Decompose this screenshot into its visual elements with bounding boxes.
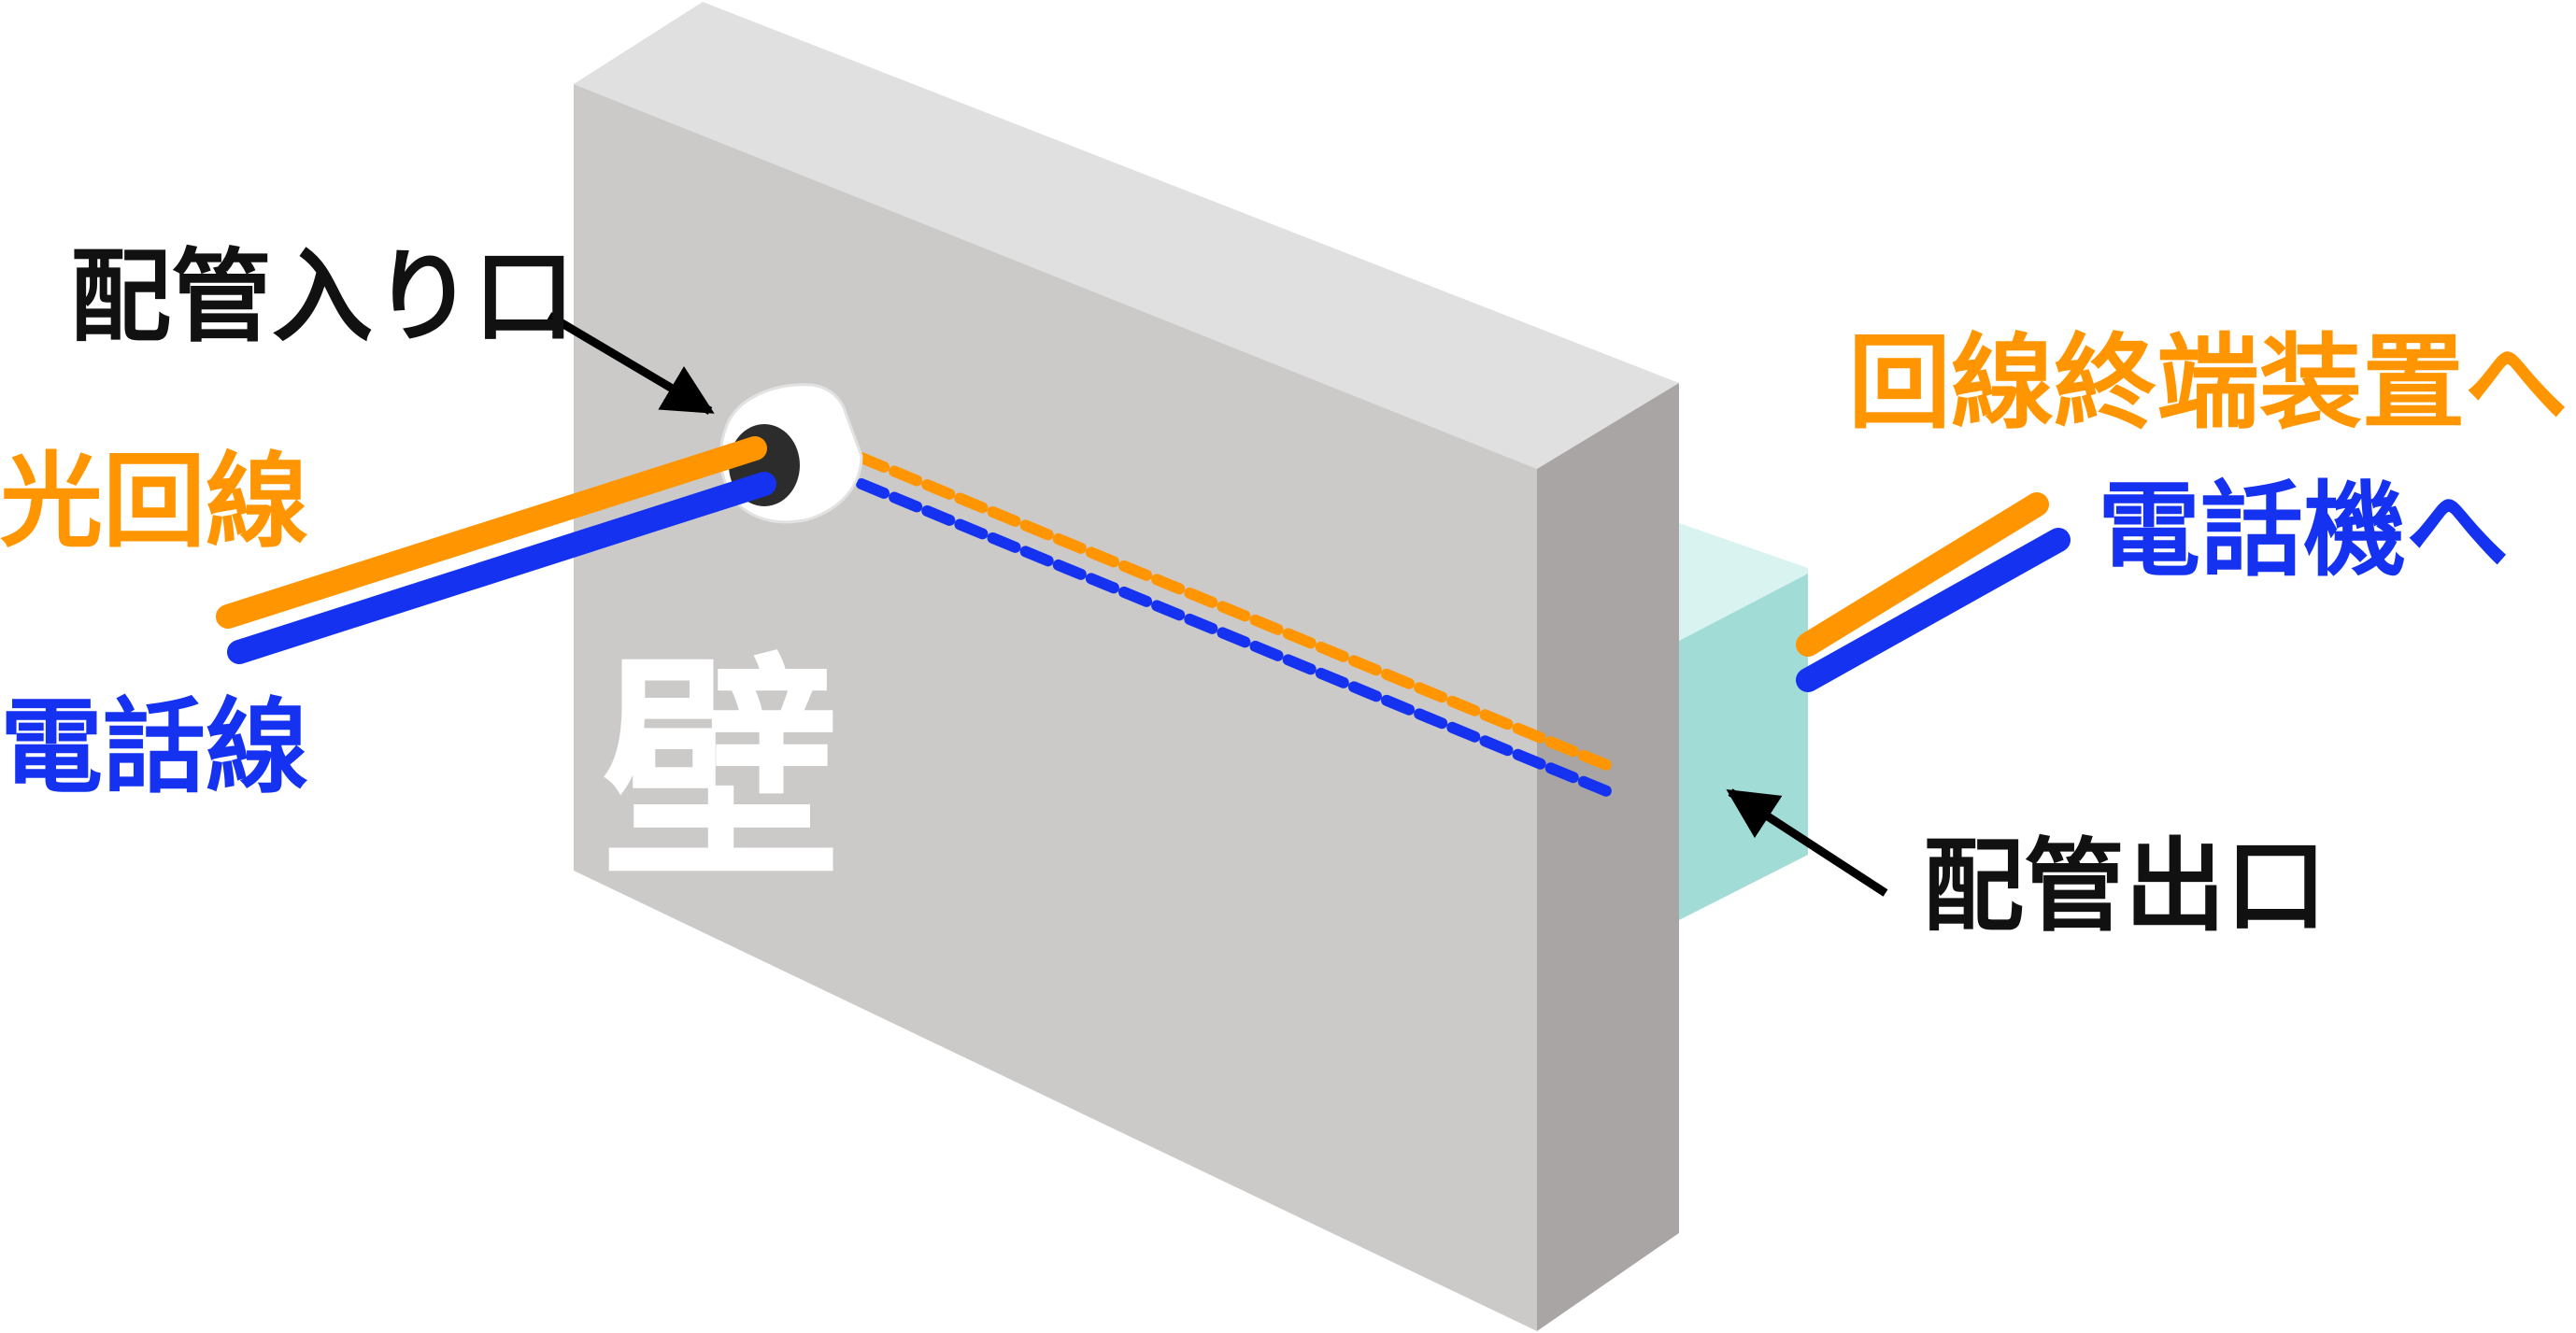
optical-line-inside-wall bbox=[856, 452, 1615, 772]
phone-line-label: 電話線 bbox=[0, 688, 308, 807]
pipe-entrance-label: 配管入り口 bbox=[70, 239, 575, 356]
phone-line-cable bbox=[227, 472, 776, 664]
to-terminal-device-label: 回線終端装置へ bbox=[1848, 323, 2568, 443]
pipe-exit-arrow-icon bbox=[1726, 788, 1888, 897]
pipe-exit-label: 配管出口 bbox=[1923, 829, 2327, 945]
wall-side-face bbox=[1537, 383, 1679, 1331]
optical-line-label: 光回線 bbox=[0, 442, 308, 561]
pipe-entrance-arrow-icon bbox=[547, 312, 715, 415]
optical-line-to-terminal-cable bbox=[1796, 492, 2049, 657]
wall-top-face bbox=[574, 2, 1679, 469]
phone-line-inside-wall bbox=[856, 478, 1615, 798]
outlet-box-top-face bbox=[1679, 523, 1808, 641]
optical-line-cable bbox=[216, 436, 767, 629]
to-telephone-label: 電話機へ bbox=[2098, 471, 2509, 590]
phone-line-to-telephone-cable bbox=[1796, 528, 2071, 692]
wall-label: 壁 bbox=[602, 634, 840, 912]
